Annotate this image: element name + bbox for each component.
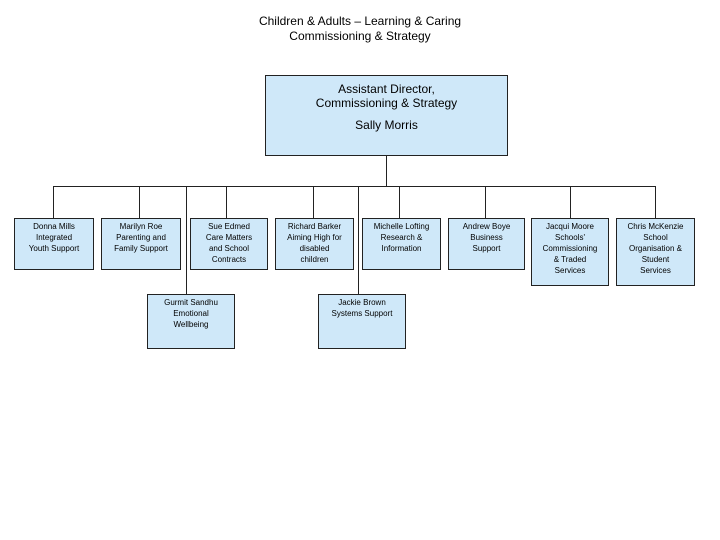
connector-horizontal-bar — [53, 186, 656, 187]
director-role-line-2: Commissioning & Strategy — [315, 96, 458, 110]
staff-box-chris-mckenzie: Chris McKenzie School Organisation & Stu… — [616, 218, 695, 286]
staff-line: Wellbeing — [173, 320, 209, 329]
connector-drop-6 — [485, 186, 486, 218]
staff-line: Richard Barker — [287, 222, 342, 231]
staff-line: Jacqui Moore — [545, 222, 595, 231]
staff-box-jackie-brown: Jackie Brown Systems Support — [318, 294, 406, 349]
staff-line: Contracts — [211, 255, 247, 264]
staff-line: Support — [472, 244, 501, 253]
connector-drop-gurmit — [186, 186, 187, 294]
staff-line: Andrew Boye — [462, 222, 511, 231]
staff-line: Chris McKenzie — [627, 222, 684, 231]
connector-drop-4 — [313, 186, 314, 218]
staff-box-jacqui-moore: Jacqui Moore Schools' Commissioning & Tr… — [531, 218, 609, 286]
staff-line: Gurmit Sandhu — [164, 298, 218, 307]
connector-drop-7 — [570, 186, 571, 218]
connector-drop-2 — [139, 186, 140, 218]
staff-line: disabled — [299, 244, 330, 253]
staff-line: & Traded — [553, 255, 587, 264]
staff-line: Organisation & — [629, 244, 682, 253]
staff-line: Sue Edmed — [208, 222, 250, 231]
connector-drop-8 — [655, 186, 656, 218]
staff-line: Michelle Lofting — [373, 222, 430, 231]
staff-box-sue-edmed: Sue Edmed Care Matters and School Contra… — [190, 218, 268, 270]
director-box: Assistant Director, Commissioning & Stra… — [265, 75, 508, 156]
connector-drop-5 — [399, 186, 400, 218]
staff-line: Donna Mills — [33, 222, 75, 231]
staff-box-andrew-boye: Andrew Boye Business Support — [448, 218, 525, 270]
connector-drop-3 — [226, 186, 227, 218]
staff-line: Parenting and — [116, 233, 166, 242]
staff-line: Marilyn Roe — [119, 222, 163, 231]
staff-line: Information — [381, 244, 422, 253]
connector-drop-1 — [53, 186, 54, 218]
staff-line: Jackie Brown — [338, 298, 386, 307]
staff-line: Aiming High for — [287, 233, 342, 242]
staff-line: and School — [208, 244, 250, 253]
staff-line: Emotional — [173, 309, 209, 318]
staff-line: Integrated — [35, 233, 73, 242]
chart-title-line-1: Children & Adults – Learning & Caring — [258, 14, 462, 28]
staff-box-marilyn-roe: Marilyn Roe Parenting and Family Support — [101, 218, 181, 270]
chart-title-line-2: Commissioning & Strategy — [289, 29, 431, 43]
staff-box-richard-barker: Richard Barker Aiming High for disabled … — [275, 218, 354, 270]
staff-line: Family Support — [114, 244, 168, 253]
staff-box-gurmit-sandhu: Gurmit Sandhu Emotional Wellbeing — [147, 294, 235, 349]
staff-line: School — [643, 233, 668, 242]
staff-line: Systems Support — [331, 309, 393, 318]
connector-drop-jackie — [358, 186, 359, 294]
chart-title: Children & Adults – Learning & Caring Co… — [0, 14, 720, 44]
staff-box-donna-mills: Donna Mills Integrated Youth Support — [14, 218, 94, 270]
director-role-line-1: Assistant Director, — [338, 82, 435, 96]
staff-line: Services — [640, 266, 671, 275]
staff-line: Research & — [380, 233, 423, 242]
director-name: Sally Morris — [355, 118, 418, 132]
staff-line: children — [300, 255, 329, 264]
staff-box-michelle-lofting: Michelle Lofting Research & Information — [362, 218, 441, 270]
staff-line: Business — [470, 233, 503, 242]
staff-line: Student — [641, 255, 670, 264]
staff-line: Youth Support — [28, 244, 80, 253]
staff-line: Schools' — [555, 233, 585, 242]
connector-director-down — [386, 156, 387, 186]
staff-line: Services — [554, 266, 586, 275]
staff-line: Commissioning — [542, 244, 598, 253]
staff-line: Care Matters — [205, 233, 253, 242]
